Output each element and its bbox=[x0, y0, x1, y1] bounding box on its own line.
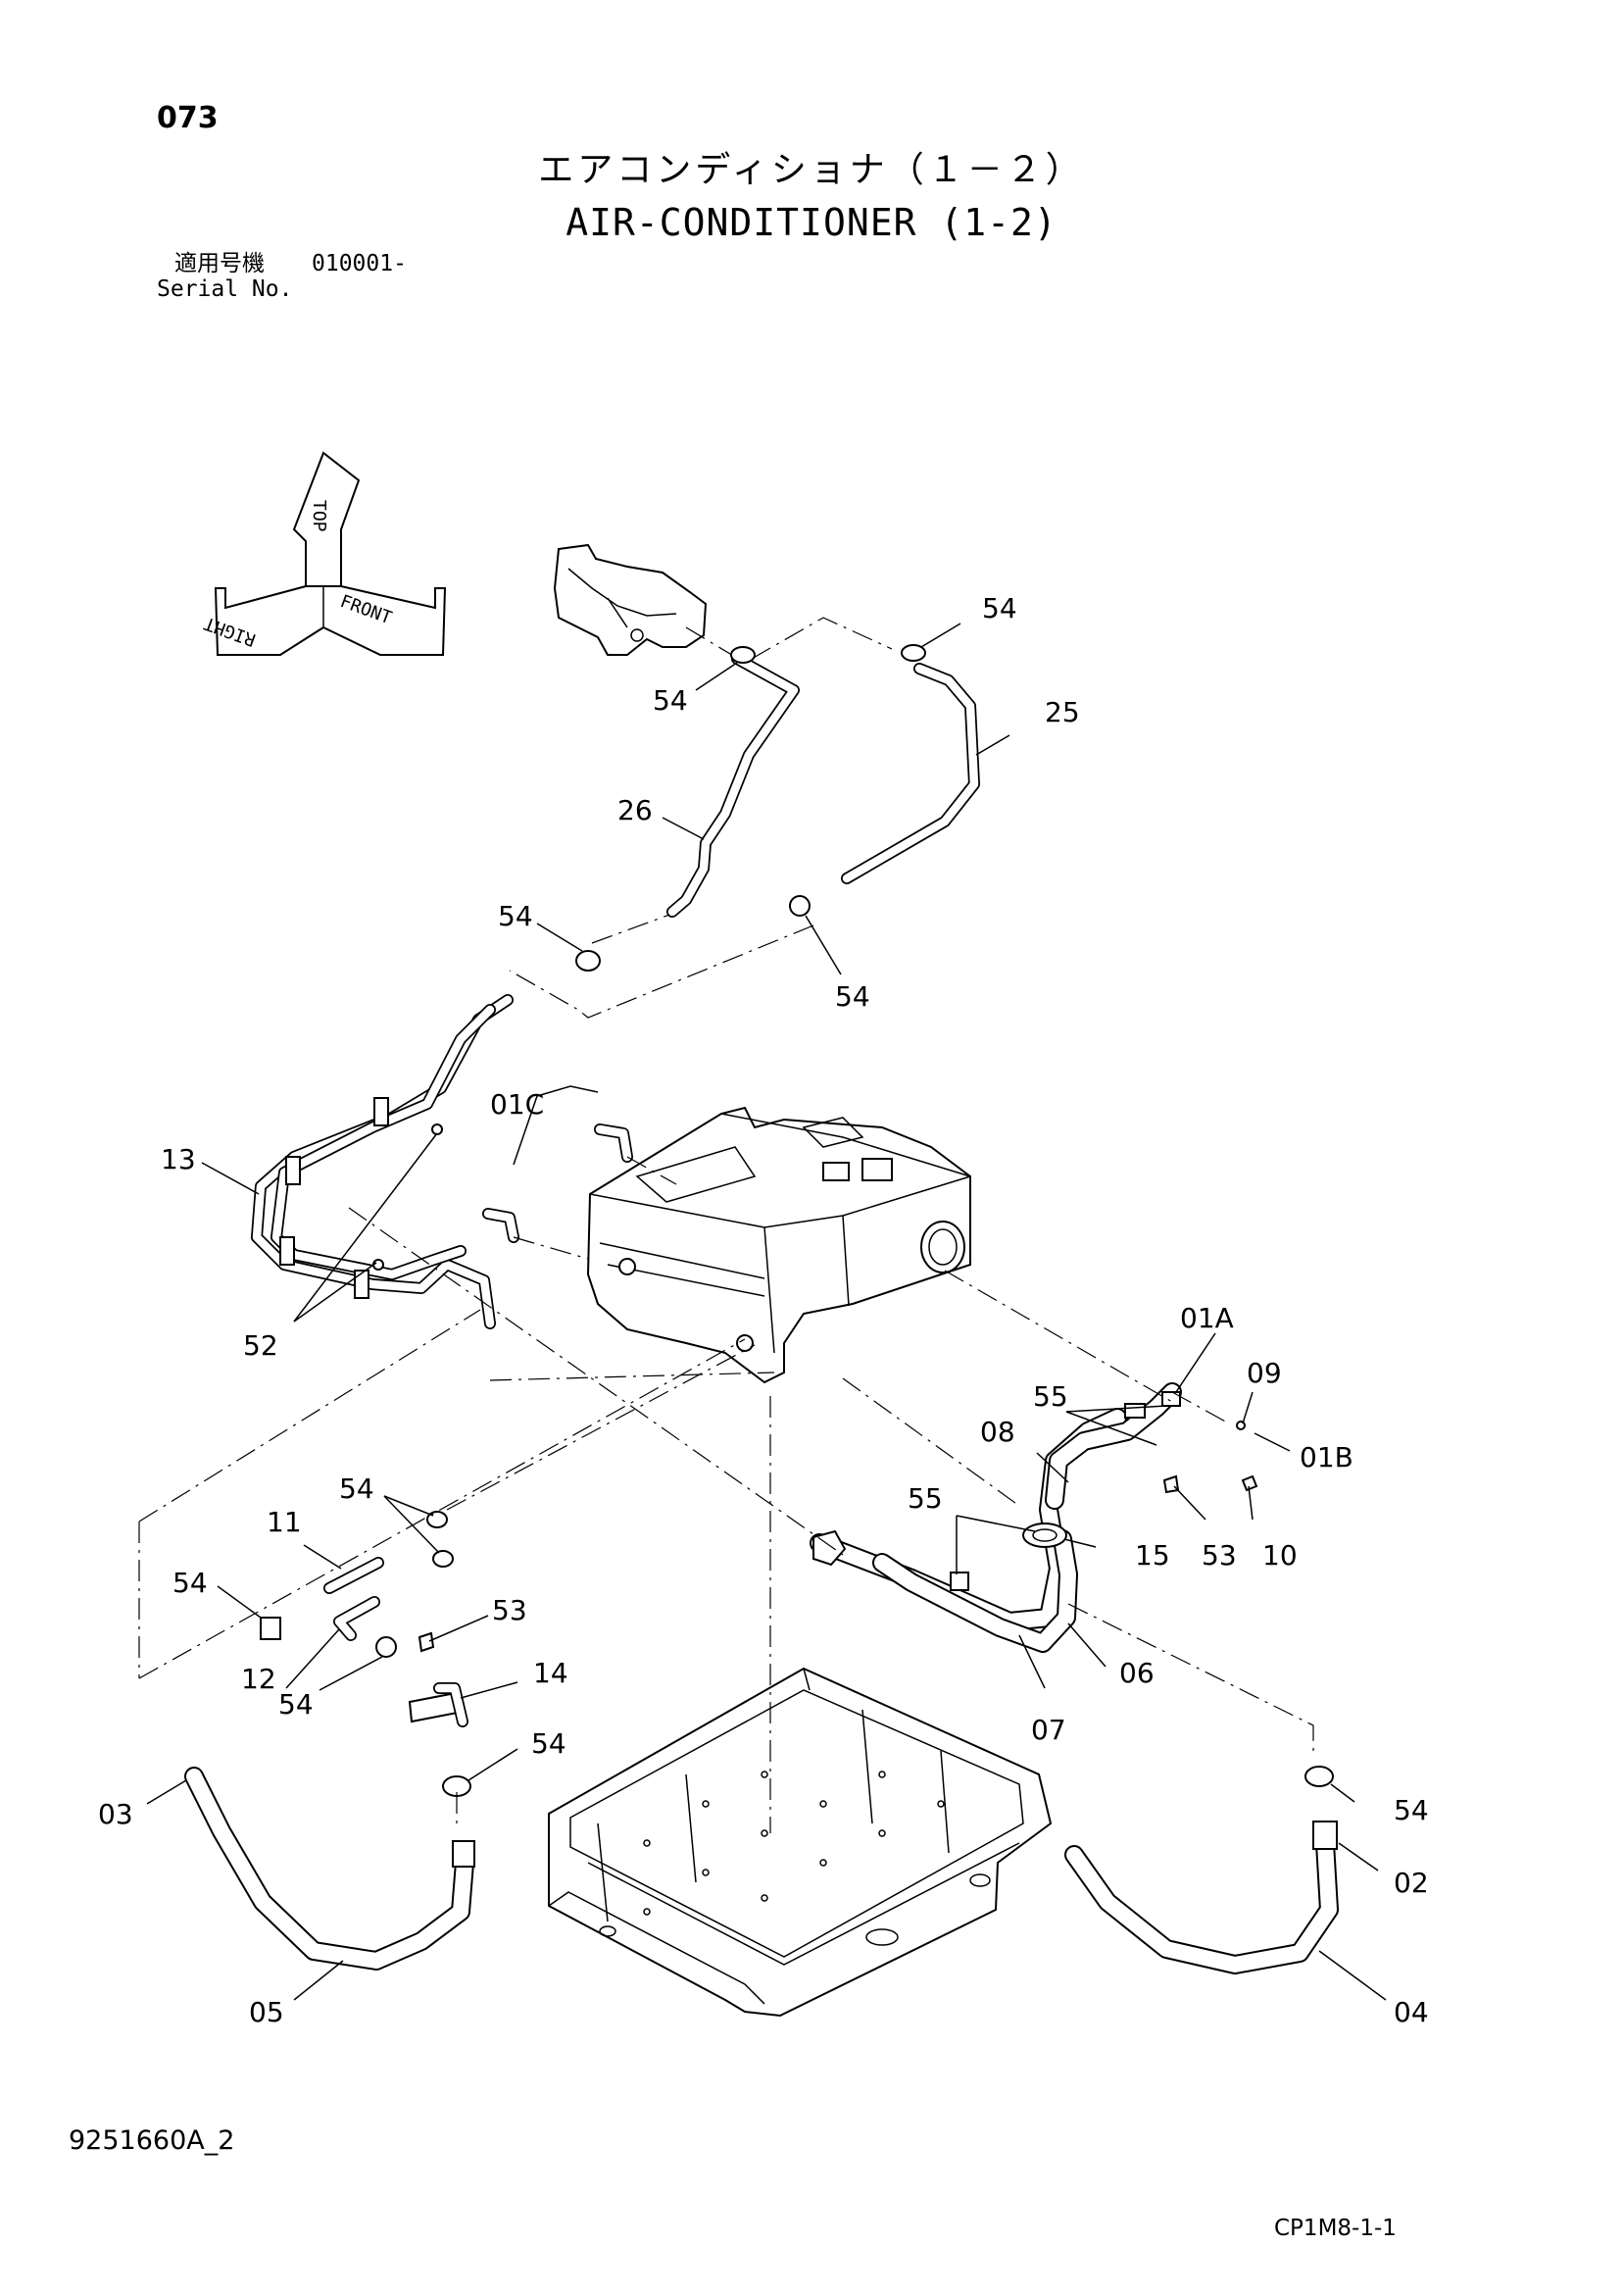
callout-09: 09 bbox=[1247, 1357, 1282, 1389]
callout-14: 14 bbox=[533, 1657, 568, 1689]
callout-11: 11 bbox=[267, 1506, 302, 1538]
fitting-02 bbox=[1312, 1821, 1338, 1850]
callout-01a: 01A bbox=[1180, 1302, 1234, 1334]
clamp-54-upper-right bbox=[901, 644, 926, 662]
sheet-code: CP1M8-1-1 bbox=[1274, 2216, 1397, 2241]
hose-04 bbox=[1064, 1833, 1339, 1974]
callout-04: 04 bbox=[1394, 1996, 1429, 2028]
callout-54: 54 bbox=[172, 1567, 208, 1599]
air-conditioner-unit bbox=[586, 1106, 971, 1384]
hose-12 bbox=[333, 1596, 380, 1641]
leader-lines bbox=[146, 623, 1387, 2001]
callout-53: 53 bbox=[1202, 1539, 1237, 1572]
bolt-53-right bbox=[1162, 1474, 1180, 1494]
orientation-top-label: TOP bbox=[309, 500, 329, 532]
serial-value: 010001- bbox=[312, 251, 407, 276]
serial-label-japanese: 適用号機 bbox=[174, 251, 265, 276]
bolt-53-left bbox=[418, 1631, 435, 1653]
callout-13: 13 bbox=[161, 1143, 196, 1175]
callout-06: 06 bbox=[1119, 1657, 1155, 1689]
orientation-indicator: TOP FRONT RIGHT bbox=[201, 451, 447, 656]
page-number: 073 bbox=[157, 101, 219, 135]
callout-54: 54 bbox=[531, 1727, 566, 1760]
clamp-54-left-b bbox=[432, 1550, 454, 1568]
hose-25 bbox=[841, 663, 980, 884]
callout-01b: 01B bbox=[1300, 1441, 1353, 1473]
pipe-assembly-13 bbox=[251, 994, 514, 1329]
document-number: 9251660A_2 bbox=[69, 2125, 235, 2156]
title-japanese: エアコンディショナ（１－２） bbox=[538, 150, 1085, 190]
elbow-01c-upper bbox=[594, 1123, 633, 1163]
callout-52: 52 bbox=[243, 1329, 278, 1362]
callout-10: 10 bbox=[1262, 1539, 1298, 1572]
clamp-54-upper-left bbox=[730, 646, 756, 664]
title-english: AIR-CONDITIONER (1-2) bbox=[566, 201, 1057, 244]
callout-55: 55 bbox=[908, 1482, 943, 1515]
callout-54: 54 bbox=[339, 1472, 374, 1505]
callout-54: 54 bbox=[653, 684, 688, 717]
clamp-54-left-c bbox=[260, 1617, 281, 1640]
callout-05: 05 bbox=[249, 1996, 284, 2028]
callout-03: 03 bbox=[98, 1798, 133, 1830]
hose-26 bbox=[666, 653, 800, 918]
callout-53: 53 bbox=[492, 1594, 527, 1626]
clamp-54-mid-right bbox=[789, 895, 811, 917]
upper-bracket bbox=[553, 543, 708, 656]
callout-08: 08 bbox=[980, 1416, 1015, 1448]
callout-54: 54 bbox=[278, 1688, 314, 1721]
serial-label-english: Serial No. bbox=[157, 276, 293, 302]
clamp-54-right bbox=[1304, 1766, 1334, 1787]
callout-07: 07 bbox=[1031, 1714, 1066, 1746]
orientation-right-label: RIGHT bbox=[201, 613, 258, 650]
pipe-assembly-06-07 bbox=[810, 1382, 1182, 1653]
callout-54: 54 bbox=[835, 980, 870, 1013]
hose-05 bbox=[184, 1767, 474, 1971]
bolt-10 bbox=[1241, 1474, 1258, 1492]
callout-54: 54 bbox=[982, 592, 1017, 624]
callout-12: 12 bbox=[241, 1663, 276, 1695]
elbow-01c-lower bbox=[482, 1208, 519, 1243]
callout-15: 15 bbox=[1135, 1539, 1170, 1572]
floor-tray bbox=[548, 1667, 1053, 2018]
callout-54: 54 bbox=[498, 900, 533, 932]
callout-25: 25 bbox=[1045, 696, 1080, 728]
callout-02: 02 bbox=[1394, 1867, 1429, 1899]
callout-54: 54 bbox=[1394, 1794, 1429, 1826]
callout-55: 55 bbox=[1033, 1380, 1068, 1413]
clamp-54-left-d bbox=[375, 1636, 397, 1658]
fitting-05-end bbox=[452, 1840, 475, 1868]
callout-01c: 01C bbox=[490, 1088, 544, 1121]
callout-26: 26 bbox=[617, 794, 653, 826]
clamp-54-mid-left bbox=[575, 950, 601, 972]
hose-11 bbox=[323, 1557, 384, 1594]
bracket-14 bbox=[408, 1682, 468, 1727]
